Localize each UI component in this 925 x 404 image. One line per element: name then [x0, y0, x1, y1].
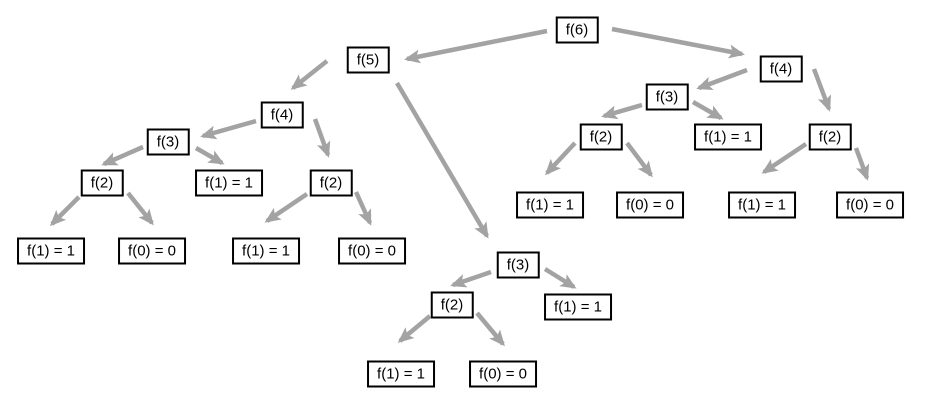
- tree-node-leaf-f0-d: f(0) = 0: [616, 191, 684, 219]
- tree-node-f2-left-1: f(2): [80, 169, 124, 197]
- tree-node-f5: f(5): [346, 46, 390, 74]
- tree-node-f1-left-1: f(1) = 1: [195, 169, 263, 197]
- tree-edge-f2-right-2-to-leaf-f0-e: [853, 147, 870, 181]
- tree-edge-f4-right-to-f2-right-2: [811, 68, 832, 112]
- tree-edge-f2-mid-to-leaf-f1-c: [397, 314, 432, 343]
- tree-node-f2-left-2: f(2): [309, 169, 353, 197]
- tree-edge-f3-right-to-f1-right-1: [691, 100, 724, 120]
- tree-node-f4-left: f(4): [260, 101, 304, 129]
- tree-edge-f3-left-to-f2-left-1: [101, 144, 144, 167]
- tree-edge-f2-left-1-to-leaf-f1-a: [49, 195, 81, 227]
- tree-node-f2-right-1: f(2): [579, 123, 623, 151]
- tree-edge-f3-mid-to-f1-mid-1: [543, 267, 577, 289]
- tree-edge-f4-left-to-f2-left-2: [312, 118, 331, 158]
- tree-node-leaf-f0-c: f(0) = 0: [469, 360, 537, 388]
- tree-edge-f6-root-to-f5: [404, 28, 548, 64]
- tree-edge-f3-left-to-f1-left-1: [194, 146, 225, 165]
- tree-node-f1-mid-1: f(1) = 1: [544, 293, 612, 321]
- tree-node-f2-mid: f(2): [430, 291, 474, 319]
- tree-edge-f4-left-to-f3-left: [200, 118, 257, 140]
- tree-node-leaf-f1-b: f(1) = 1: [232, 237, 300, 265]
- tree-edge-f2-right-1-to-leaf-f0-d: [625, 141, 653, 178]
- tree-node-f4-right: f(4): [759, 55, 803, 83]
- tree-node-f3-left: f(3): [146, 128, 190, 156]
- tree-node-leaf-f0-b: f(0) = 0: [338, 237, 406, 265]
- tree-node-leaf-f0-e: f(0) = 0: [836, 191, 904, 219]
- tree-edge-f6-root-to-f4-right: [611, 26, 745, 59]
- tree-node-f1-right-1: f(1) = 1: [694, 123, 762, 151]
- tree-edge-f3-mid-to-f2-mid: [450, 269, 492, 288]
- tree-node-leaf-f1-d: f(1) = 1: [516, 191, 584, 219]
- tree-edge-f5-to-f4-left: [290, 59, 329, 90]
- tree-node-f3-right: f(3): [645, 83, 689, 111]
- tree-edge-f5-to-f3-mid: [395, 81, 489, 239]
- tree-node-f6-root: f(6): [555, 16, 599, 44]
- tree-edge-f2-left-2-to-leaf-f1-b: [264, 192, 309, 223]
- tree-edge-f2-right-2-to-leaf-f1-e: [761, 142, 808, 174]
- tree-edge-f4-right-to-f3-right: [696, 67, 748, 91]
- tree-edge-f3-right-to-f2-right-1: [601, 102, 643, 120]
- tree-edge-f2-right-1-to-leaf-f1-d: [544, 141, 577, 176]
- tree-edge-f2-left-2-to-leaf-f0-b: [353, 191, 373, 226]
- tree-node-leaf-f0-a: f(0) = 0: [118, 237, 186, 265]
- tree-node-leaf-f1-c: f(1) = 1: [367, 360, 435, 388]
- tree-node-leaf-f1-a: f(1) = 1: [17, 237, 85, 265]
- tree-node-f3-mid: f(3): [496, 251, 540, 279]
- tree-edge-f2-mid-to-leaf-f0-c: [475, 311, 505, 347]
- tree-edge-f2-left-1-to-leaf-f0-a: [126, 191, 154, 226]
- tree-node-leaf-f1-e: f(1) = 1: [728, 191, 796, 219]
- tree-node-f2-right-2: f(2): [808, 123, 852, 151]
